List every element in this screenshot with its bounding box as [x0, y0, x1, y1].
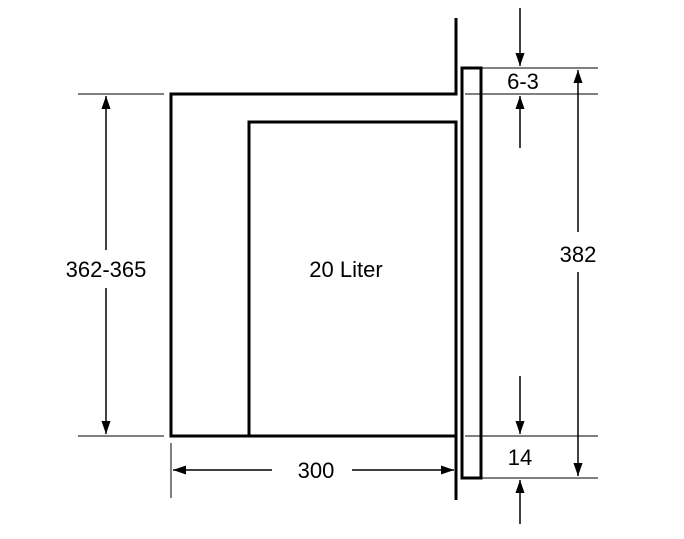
depth-label: 300	[298, 458, 335, 483]
extension-lines	[78, 67, 598, 498]
wall-outline	[169, 18, 458, 500]
front-panel	[460, 66, 483, 480]
top-gap-label: 6-3	[507, 69, 539, 94]
overall-height-label: 382	[560, 242, 597, 267]
cabinet-height-label: 362-365	[66, 257, 147, 282]
volume-label: 20 Liter	[309, 257, 382, 282]
bottom-gap-label: 14	[508, 445, 532, 470]
oven-cavity	[247, 120, 458, 438]
